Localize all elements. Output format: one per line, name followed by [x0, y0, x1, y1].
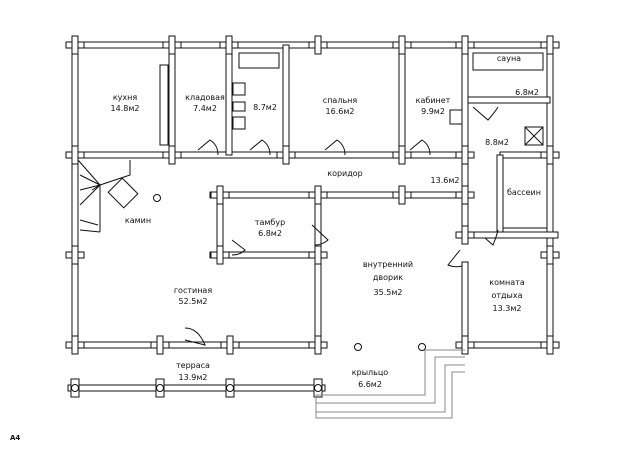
wall-post — [314, 35, 322, 55]
wall-post — [461, 185, 469, 205]
room-labels: кухня 14.8м2 кладовая 7.4м2 8.7м2 спальн… — [111, 54, 541, 389]
wall — [546, 37, 554, 351]
toilet-icon — [232, 82, 246, 96]
wall-post — [398, 35, 406, 55]
sauna-name: сауна — [497, 54, 521, 63]
study-area: 9.9м2 — [421, 107, 445, 116]
pool-name: бассеин — [507, 188, 541, 197]
bathroom-area: 8.7м2 — [253, 103, 277, 112]
wall-post — [546, 335, 554, 355]
wall-post — [282, 145, 290, 165]
terrace-name: терраса — [176, 361, 210, 370]
wall-post — [314, 245, 322, 265]
wall-post — [314, 335, 322, 355]
porch-steps — [315, 349, 465, 419]
porch-column — [354, 343, 362, 351]
bidet-icon — [232, 101, 246, 112]
porch-area: 6.6м2 — [358, 380, 382, 389]
wall — [282, 44, 290, 156]
desk-icon — [449, 109, 463, 125]
sink-icon — [232, 116, 246, 130]
courtyard-name-1: внутренний — [363, 260, 413, 269]
bathtub-icon — [238, 52, 280, 69]
porch-name: крыльцо — [352, 368, 389, 377]
wall — [461, 37, 469, 239]
wall — [168, 44, 176, 156]
wall-post — [216, 185, 224, 205]
pantry-name: кладовая — [185, 93, 225, 102]
wall-post — [398, 185, 406, 205]
terrace-column — [314, 384, 322, 392]
wall-post — [546, 245, 554, 265]
kitchen-counter — [159, 64, 169, 146]
sheet-label: A4 — [10, 434, 21, 442]
wall-post — [461, 35, 469, 55]
shower-cross — [524, 126, 544, 146]
corridor-name: коридор — [327, 169, 363, 178]
wall-post — [461, 145, 469, 165]
kitchen-area: 14.8м2 — [111, 104, 140, 113]
kitchen-name: кухня — [113, 93, 138, 102]
bedroom-name: спальня — [323, 96, 358, 105]
living-name: гостиная — [174, 286, 212, 295]
wall-post — [71, 335, 79, 355]
vestibule-name: тамбур — [255, 218, 285, 227]
wall-post — [398, 145, 406, 165]
wall — [314, 194, 322, 351]
wall-post — [461, 335, 469, 355]
wall-post — [225, 35, 233, 55]
wall-post — [546, 145, 554, 165]
lounge-name-2: отдыха — [491, 291, 522, 300]
lounge-name-1: комната — [489, 278, 525, 287]
corridor-area: 13.6м2 — [431, 176, 460, 185]
sauna-area: 6.8м2 — [515, 88, 539, 97]
lounge-area: 13.3м2 — [493, 304, 522, 313]
wall-post — [461, 225, 469, 245]
wall — [67, 384, 326, 392]
vestibule-area: 6.8м2 — [258, 229, 282, 238]
wall-post — [216, 245, 224, 265]
wall — [496, 154, 504, 236]
courtyard-area: 35.5м2 — [374, 288, 403, 297]
stairs — [77, 159, 131, 233]
walls — [65, 35, 560, 398]
wall-post — [71, 145, 79, 165]
shower-area: 8.8м2 — [485, 138, 509, 147]
wall-post — [71, 245, 79, 265]
wall — [209, 191, 471, 199]
fireplace-name: камин — [125, 216, 151, 225]
study-name: кабинет — [416, 96, 451, 105]
wall-post — [71, 35, 79, 55]
wall — [398, 44, 406, 156]
courtyard-name-2: дворик — [373, 273, 403, 282]
terrace-column — [156, 384, 164, 392]
wall — [467, 231, 559, 239]
terrace-area: 13.9м2 — [179, 373, 208, 382]
wall-post — [314, 185, 322, 205]
wall-post — [168, 145, 176, 165]
living-area: 52.5м2 — [179, 297, 208, 306]
porch-column — [418, 343, 426, 351]
bedroom-area: 16.6м2 — [326, 107, 355, 116]
fireplace-icon — [107, 177, 139, 209]
wall-post — [226, 335, 234, 355]
shower-icon — [524, 126, 544, 146]
wall-post — [546, 35, 554, 55]
pool-icon — [502, 157, 548, 229]
sauna-bench — [472, 52, 544, 71]
wall — [71, 37, 79, 351]
fixtures — [77, 52, 548, 419]
wall-post — [156, 335, 164, 355]
wall — [467, 96, 551, 104]
terrace-column — [226, 384, 234, 392]
terrace-column — [71, 384, 79, 392]
wall — [225, 44, 233, 156]
pantry-area: 7.4м2 — [193, 104, 217, 113]
column-icon — [153, 194, 161, 202]
doors — [184, 106, 499, 346]
wall-post — [168, 35, 176, 55]
